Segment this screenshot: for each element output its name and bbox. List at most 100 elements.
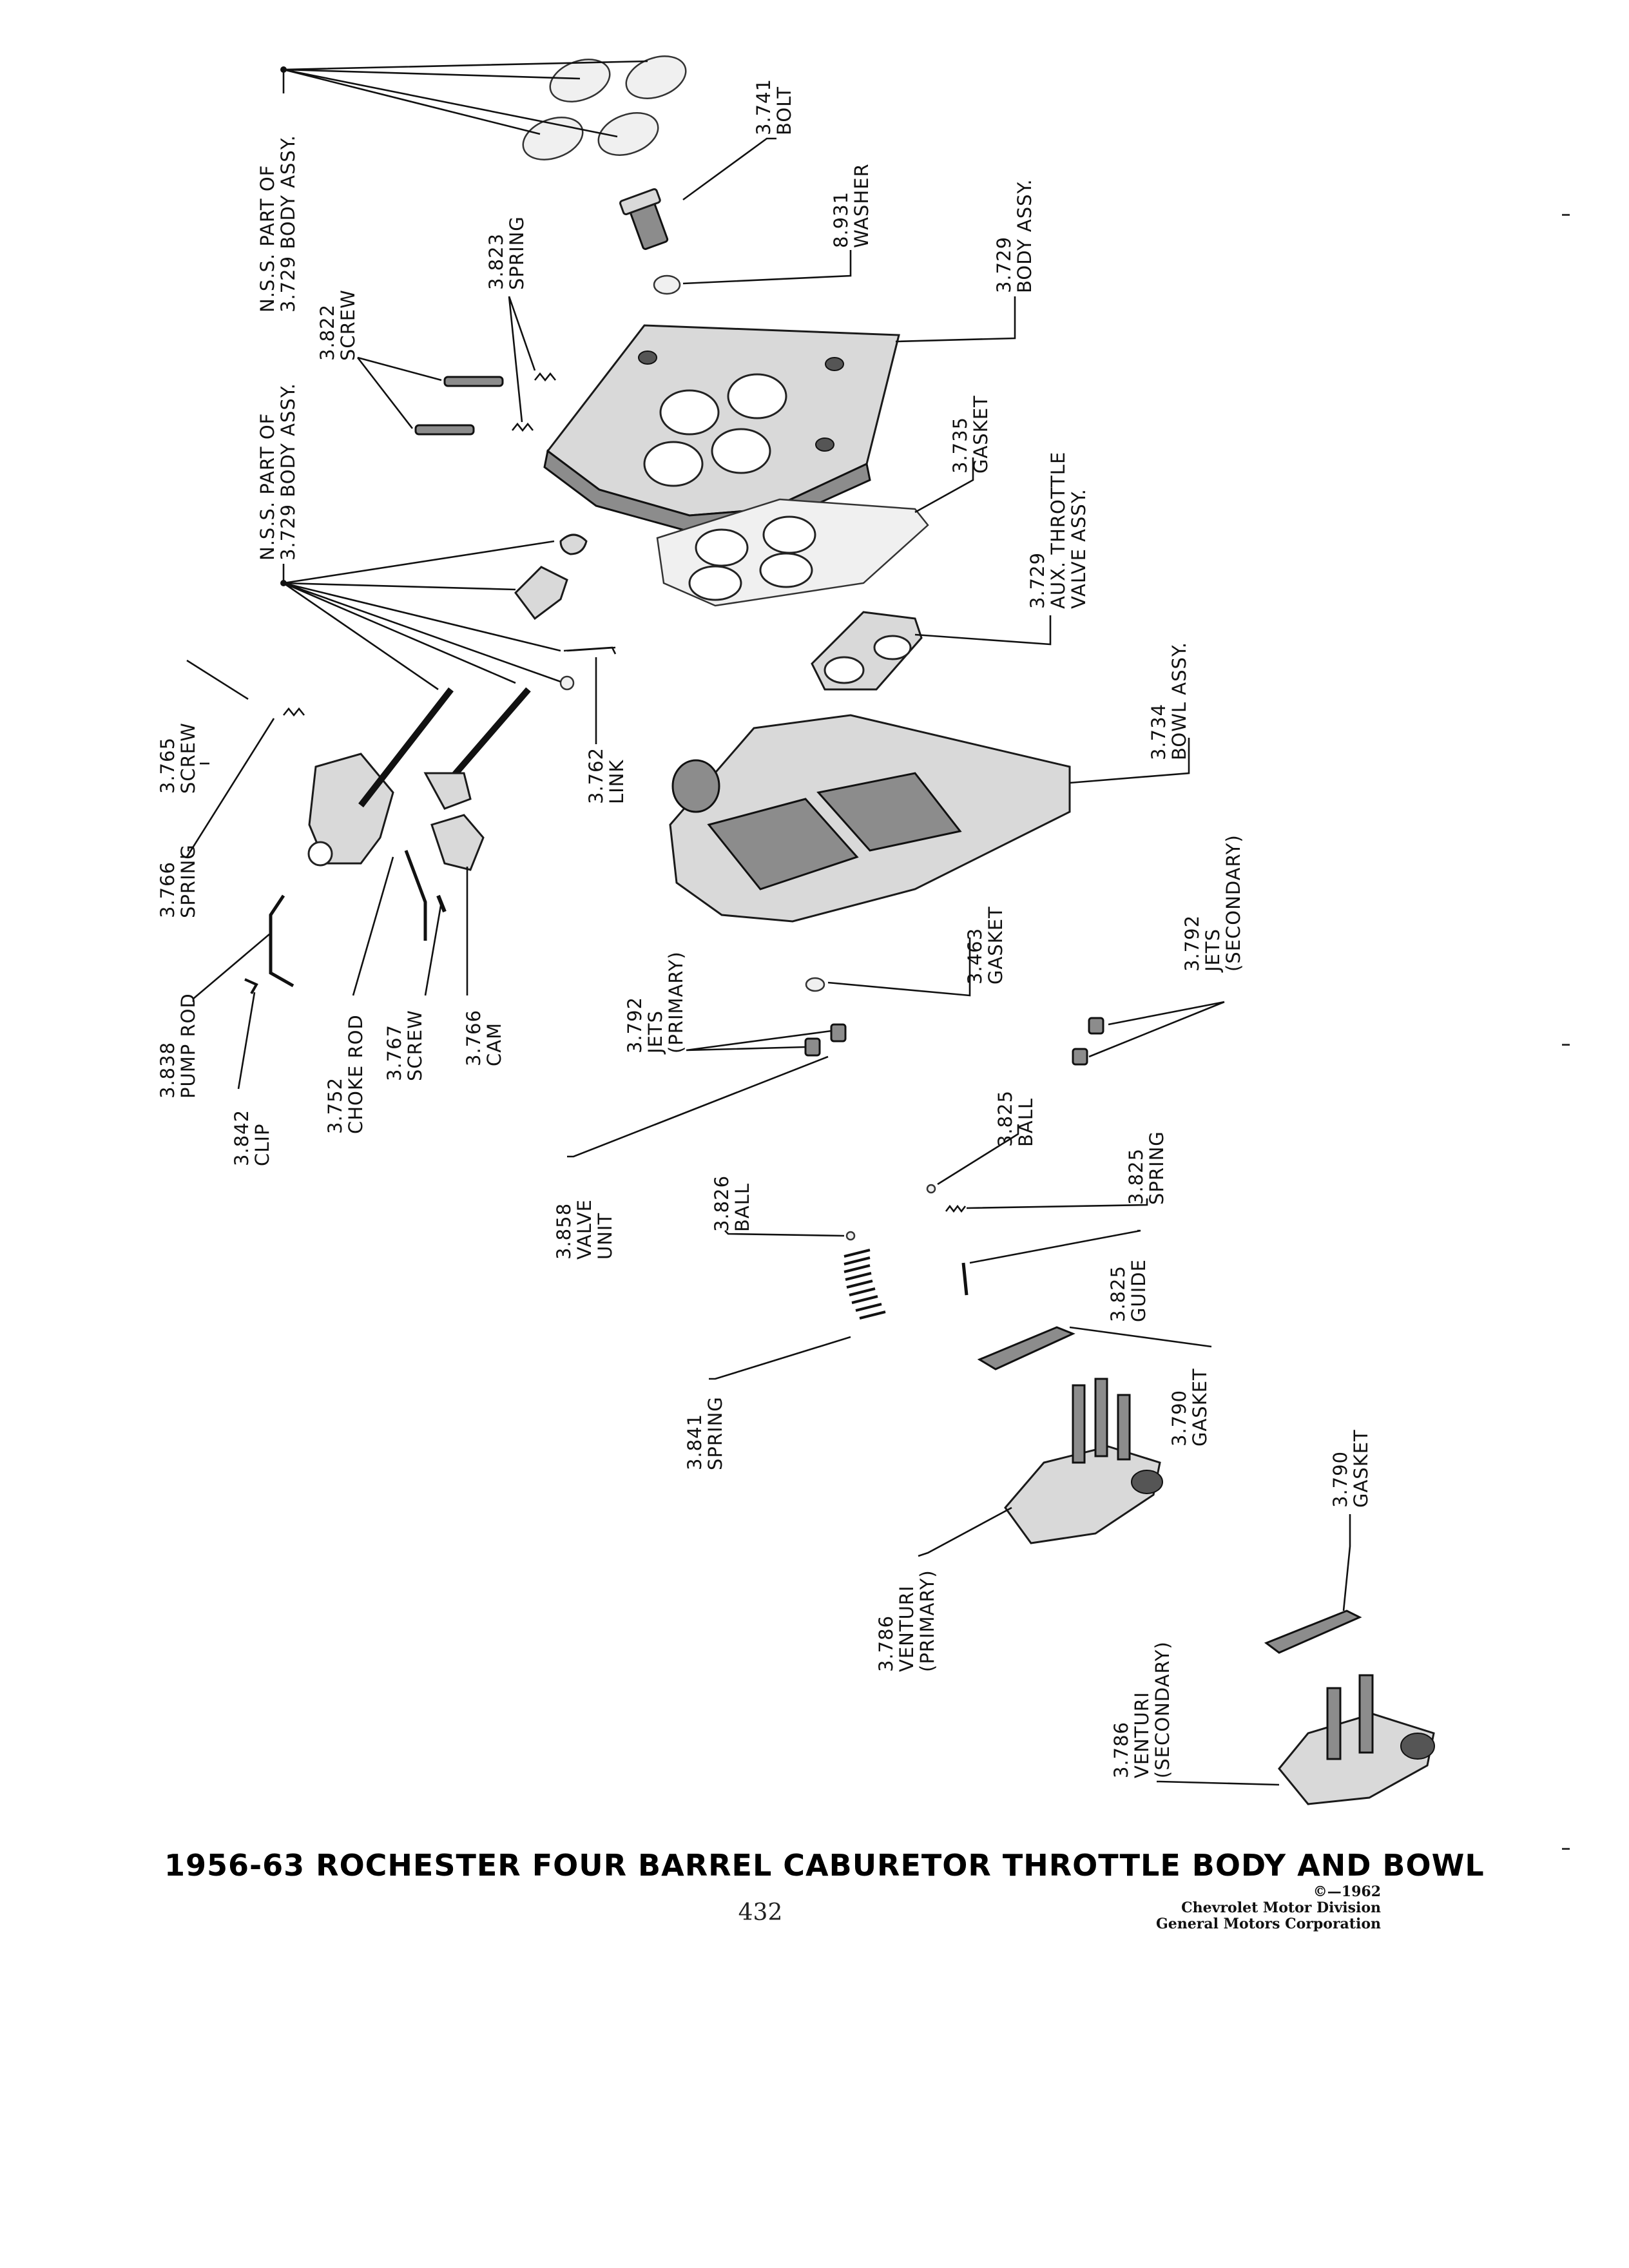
choke-rod-part (404, 850, 427, 941)
label-jetssec-name: JETS (1202, 928, 1224, 973)
label-aux-num: 3.729 (1027, 552, 1048, 609)
label-valve-num: 3.858 (553, 1203, 575, 1260)
label-spring3823-name: SPRING (506, 216, 528, 290)
label-ball3825-name: BALL (1015, 1098, 1037, 1147)
label-bolt-num: 3.741 (753, 79, 775, 135)
screws-3822-part (414, 376, 504, 436)
label-screw3767-num: 3.767 (383, 1024, 405, 1081)
label-gasket3790a-name: GASKET (1189, 1368, 1211, 1446)
label-washer-name: WASHER (851, 163, 872, 248)
copyright-line-1: ©—1962 (1313, 1883, 1381, 1900)
label-nss-top-2: 3.729 BODY ASSY. (277, 135, 299, 312)
label-jetsprim-type: (PRIMARY) (665, 951, 687, 1053)
label-pumprod-num: 3.838 (157, 1042, 178, 1099)
link-part (563, 646, 617, 655)
callout-labels: N.S.S. PART OF 3.729 BODY ASSY. 3.741 BO… (157, 79, 1372, 1778)
label-chokerod-name: CHOKE ROD (345, 1014, 367, 1134)
label-gasket3735-num: 3.735 (949, 417, 971, 474)
label-bowl-num: 3.734 (1148, 704, 1170, 760)
label-chokerod-num: 3.752 (324, 1077, 346, 1134)
label-nss-mid-1: N.S.S. PART OF (256, 413, 278, 561)
ball-3825-part (926, 1184, 936, 1194)
label-aux-name2: VALVE ASSY. (1068, 488, 1090, 609)
label-screw3765-num: 3.765 (157, 737, 178, 794)
label-clip-name: CLIP (251, 1124, 273, 1166)
cam-part (430, 814, 485, 871)
label-screw3765-name: SCREW (177, 722, 199, 794)
label-valve-name1: VALVE (574, 1199, 595, 1260)
label-jetssec-type: (SECONDARY) (1222, 834, 1244, 972)
label-jetssec-num: 3.792 (1181, 915, 1203, 972)
label-venturiprim-name: VENTURI (896, 1586, 918, 1673)
label-cam-name: CAM (483, 1023, 505, 1066)
bolt-part (619, 188, 669, 250)
aux-throttle-valve-part (811, 611, 923, 691)
nss-small-parts (514, 533, 616, 691)
copyright-block: ©—1962 Chevrolet Motor Division General … (1156, 1884, 1381, 1932)
clip-part (244, 978, 258, 994)
label-bolt-name: BOLT (773, 86, 795, 135)
spring-3841-part (843, 1249, 886, 1320)
welch-plugs-top (522, 55, 687, 160)
washer-part (653, 274, 681, 295)
label-aux-name1: AUX. THROTTLE (1047, 452, 1069, 609)
page-number: 432 (738, 1899, 783, 1926)
edge-mark (1562, 214, 1570, 216)
label-venturisec-num: 3.786 (1110, 1722, 1132, 1778)
label-gasket3463-num: 3.463 (964, 928, 986, 985)
gasket-3790a-part (977, 1326, 1075, 1370)
gasket-3790b-part (1264, 1610, 1362, 1654)
label-spring3825-name: SPRING (1146, 1131, 1168, 1205)
label-screw3822-num: 3.822 (316, 304, 338, 361)
venturi-secondary-part (1278, 1674, 1435, 1805)
primary-jets-part (804, 1023, 847, 1057)
copyright-line-2: Chevrolet Motor Division (1181, 1899, 1381, 1916)
label-gasket3790b-num: 3.790 (1329, 1451, 1351, 1508)
throttle-body-part (543, 324, 900, 533)
label-ball3826-name: BALL (731, 1183, 753, 1232)
label-bowl-name: BOWL ASSY. (1168, 642, 1190, 760)
venturi-primary-part (1004, 1378, 1163, 1544)
leader-lines (180, 60, 1351, 1786)
label-spring3841-name: SPRING (704, 1396, 726, 1470)
ball-3826-part (845, 1231, 856, 1241)
label-jetsprim-name: JETS (644, 1010, 666, 1055)
label-gasket3735-name: GASKET (970, 395, 992, 474)
label-valve-name2: UNIT (594, 1213, 616, 1260)
label-venturisec-name: VENTURI (1131, 1692, 1153, 1779)
label-guide-num: 3.825 (1107, 1265, 1129, 1322)
label-clip-num: 3.842 (231, 1110, 253, 1166)
copyright-line-3: General Motors Corporation (1155, 1916, 1381, 1932)
spring-3766-part (282, 707, 305, 717)
label-spring3823-num: 3.823 (485, 233, 507, 290)
spring-3825-part (945, 1204, 967, 1213)
label-gasket3790a-num: 3.790 (1168, 1390, 1190, 1446)
label-gasket3790b-name: GASKET (1350, 1429, 1372, 1508)
gasket-3463-part (805, 977, 825, 992)
edge-mark (1562, 1044, 1570, 1046)
springs-3823-part (511, 372, 557, 432)
label-nss-mid-2: 3.729 BODY ASSY. (277, 383, 299, 561)
label-washer-num: 8.931 (830, 191, 852, 248)
secondary-jets-part (1072, 1017, 1104, 1066)
edge-mark (1562, 1848, 1570, 1850)
label-gasket3463-name: GASKET (985, 906, 1007, 985)
label-screw3822-name: SCREW (337, 289, 359, 361)
label-venturiprim-num: 3.786 (875, 1615, 897, 1672)
label-body-name: BODY ASSY. (1014, 178, 1036, 293)
label-spring3841-num: 3.841 (684, 1414, 706, 1470)
label-link-num: 3.762 (585, 747, 607, 804)
label-guide-name: GUIDE (1128, 1259, 1150, 1322)
label-screw3767-name: SCREW (404, 1010, 426, 1081)
label-nss-top-1: N.S.S. PART OF (256, 165, 278, 312)
label-cam-num: 3.766 (463, 1010, 485, 1066)
label-spring3825-num: 3.825 (1125, 1148, 1147, 1205)
gasket-3735-part (656, 498, 929, 607)
label-jetsprim-num: 3.792 (624, 997, 646, 1053)
bowl-assy-part (669, 714, 1071, 923)
label-ball3826-num: 3.826 (711, 1175, 733, 1232)
label-venturiprim-type: (PRIMARY) (916, 1570, 938, 1672)
label-ball3825-num: 3.825 (994, 1090, 1016, 1147)
label-link-name: LINK (606, 760, 628, 804)
